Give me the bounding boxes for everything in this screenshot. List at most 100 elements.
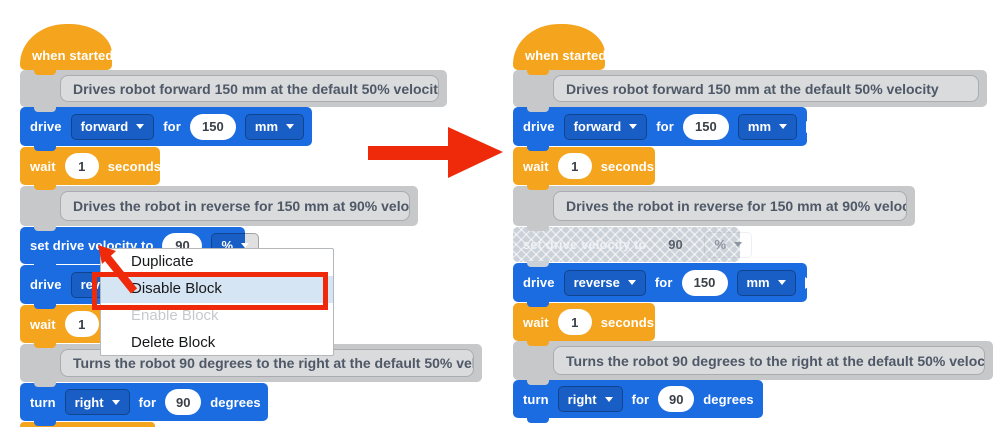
angle-value-field[interactable]: 90	[165, 389, 202, 415]
degrees-label: degrees	[210, 394, 261, 410]
comment-drive-reverse[interactable]: Drives the robot in reverse for 150 mm a…	[513, 186, 915, 231]
comment-text: Drives the robot in reverse for 150 mm a…	[73, 198, 410, 214]
drive-label: drive	[523, 275, 555, 290]
when-started-label: when started	[525, 48, 607, 63]
dropdown-caret-icon	[286, 124, 295, 129]
drive-forward-block[interactable]: drive forward for 150 mm	[513, 107, 816, 151]
direction-dropdown[interactable]: forward	[70, 113, 155, 140]
distance-value-field[interactable]: 150	[189, 113, 236, 140]
direction-dropdown[interactable]: forward	[563, 113, 648, 140]
comment-text-box: Drives the robot in reverse for 150 mm a…	[553, 191, 907, 221]
block-connector-tab	[34, 381, 56, 387]
block-connector-tab	[527, 106, 549, 112]
block-connector-tab	[34, 184, 56, 190]
units-dropdown[interactable]: mm	[737, 113, 798, 140]
set-drive-velocity-block-disabled[interactable]: set drive velocity to 90%	[513, 227, 753, 267]
wait-time-value-field[interactable]: 1	[557, 153, 592, 179]
turn-direction-dropdown[interactable]: right	[64, 389, 130, 415]
expand-arrow-icon[interactable]	[806, 120, 816, 133]
drive-label: drive	[30, 119, 62, 134]
wait-time-value-field[interactable]: 1	[64, 153, 99, 179]
dropdown-value: mm	[254, 119, 279, 134]
dropdown-value: right	[567, 391, 597, 407]
expand-arrow-icon[interactable]	[313, 120, 323, 133]
when-started-hat-block[interactable]: when started	[20, 24, 114, 75]
comment-drive-forward[interactable]: Drives robot forward 150 mm at the defau…	[20, 70, 447, 112]
seconds-label: seconds	[600, 314, 655, 330]
distance-value-field[interactable]: 150	[681, 269, 728, 296]
menu-item-duplicate[interactable]: Duplicate	[131, 253, 194, 270]
wait-label: wait	[30, 316, 56, 332]
units-dropdown[interactable]: mm	[244, 113, 305, 140]
dropdown-value: forward	[573, 119, 622, 134]
dropdown-value: reverse	[573, 275, 620, 290]
comment-text-box: Turns the robot 90 degrees to the right …	[553, 346, 985, 375]
direction-dropdown[interactable]: reverse	[563, 269, 646, 296]
dropdown-caret-icon	[111, 399, 120, 405]
comment-drive-reverse[interactable]: Drives the robot in reverse for 150 mm a…	[20, 186, 418, 231]
block-connector-tab	[527, 417, 549, 423]
dropdown-value: mm	[746, 275, 770, 290]
dropdown-value: %	[714, 237, 727, 252]
block-connector-tab	[527, 145, 549, 151]
comment-text: Drives robot forward 150 mm at the defau…	[566, 80, 939, 97]
block-connector-tab	[34, 69, 56, 75]
dropdown-caret-icon	[734, 242, 743, 247]
dropdown-caret-icon	[777, 280, 786, 285]
wait-label: wait	[30, 158, 56, 174]
for-label: for	[654, 275, 673, 290]
dropdown-caret-icon	[779, 124, 788, 129]
expand-arrow-icon[interactable]	[804, 276, 814, 289]
comment-text: Turns the robot 90 degrees to the right …	[73, 355, 474, 371]
angle-value-field[interactable]: 90	[658, 386, 695, 412]
expand-arrow-icon[interactable]	[762, 393, 772, 405]
block-connector-tab	[34, 342, 56, 348]
block-connector-tab	[527, 301, 549, 307]
comment-turn-right[interactable]: Turns the robot 90 degrees to the right …	[513, 341, 993, 385]
block-context-menu: Duplicate Disable Block Enable Block Del…	[100, 248, 334, 356]
set-drive-velocity-label: set drive velocity to	[523, 237, 647, 252]
when-started-label: when started	[32, 48, 114, 63]
dropdown-value: %	[221, 238, 234, 253]
comment-text-box: Drives robot forward 150 mm at the defau…	[553, 75, 979, 102]
block-connector-tab	[34, 420, 56, 426]
drive-label: drive	[523, 119, 555, 134]
distance-value-field[interactable]: 150	[682, 113, 729, 140]
comment-text-box: Drives robot forward 150 mm at the defau…	[60, 75, 439, 102]
seconds-label: seconds	[107, 158, 162, 174]
dropdown-value: right	[74, 394, 104, 410]
menu-item-delete-block[interactable]: Delete Block	[131, 334, 216, 351]
for-label: for	[656, 119, 674, 134]
when-started-hat-block[interactable]: when started	[513, 24, 607, 75]
turn-direction-dropdown[interactable]: right	[557, 386, 623, 412]
velocity-value-field[interactable]: 90	[668, 237, 683, 252]
units-dropdown[interactable]: mm	[736, 269, 796, 296]
for-label: for	[138, 394, 157, 410]
drive-reverse-block[interactable]: drive reverse for 150 mm	[513, 263, 814, 307]
wait-time-value-field[interactable]: 1	[557, 309, 592, 335]
wait-block-1[interactable]: wait 1 seconds	[20, 147, 162, 190]
turn-label: turn	[30, 394, 56, 410]
comment-text-box: Drives the robot in reverse for 150 mm a…	[60, 191, 410, 221]
comment-text: Drives the robot in reverse for 150 mm a…	[566, 198, 907, 214]
wait-time-value-field[interactable]: 1	[64, 311, 99, 337]
velocity-unit-dropdown[interactable]: %	[704, 231, 753, 258]
expand-arrow-icon[interactable]	[269, 396, 279, 408]
menu-item-disable-block[interactable]: Disable Block	[101, 276, 333, 303]
seconds-label: seconds	[600, 158, 655, 174]
dropdown-caret-icon	[627, 280, 636, 285]
comment-text: Turns the robot 90 degrees to the right …	[566, 352, 985, 369]
block-connector-tab	[34, 263, 56, 269]
block-connector-tab	[527, 225, 549, 231]
comment-drive-forward[interactable]: Drives robot forward 150 mm at the defau…	[513, 70, 987, 112]
block-connector-tab	[34, 106, 56, 112]
turn-right-block[interactable]: turn right for 90 degrees	[20, 383, 279, 426]
block-connector-tab	[527, 340, 549, 346]
drive-label: drive	[30, 277, 62, 292]
menu-item-enable-block: Enable Block	[131, 307, 219, 324]
